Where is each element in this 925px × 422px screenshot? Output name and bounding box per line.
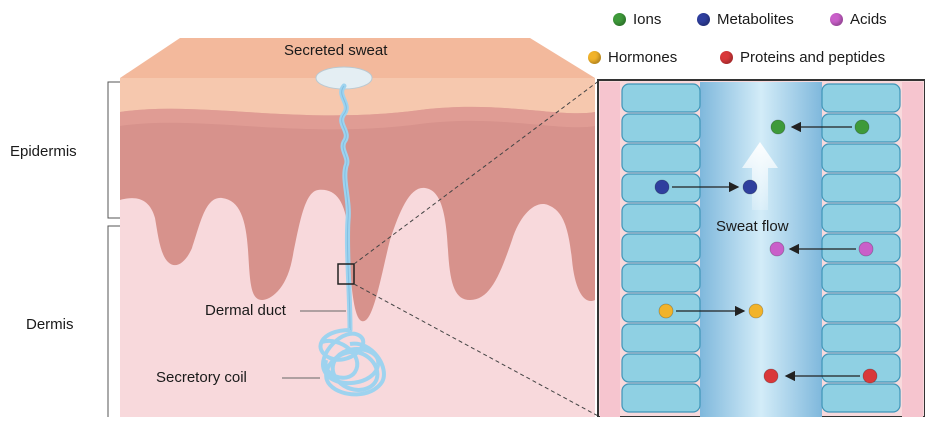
epidermis-label: Epidermis bbox=[10, 143, 77, 160]
ion-molecule-lumen bbox=[771, 120, 785, 134]
metabolites-legend-label: Metabolites bbox=[717, 11, 794, 28]
inset-right-margin bbox=[902, 82, 923, 417]
acid-molecule-lumen bbox=[770, 242, 784, 256]
secreted-sweat-label: Secreted sweat bbox=[284, 42, 387, 59]
metabolite-molecule-source bbox=[655, 180, 669, 194]
acids-legend-swatch bbox=[830, 13, 843, 26]
dermis-label: Dermis bbox=[26, 316, 74, 333]
legend-item-proteins: Proteins and peptides bbox=[720, 49, 885, 66]
dermal-duct-label: Dermal duct bbox=[205, 302, 286, 319]
legend-item-metabolites: Metabolites bbox=[697, 11, 794, 28]
acid-molecule-source bbox=[859, 242, 873, 256]
left-cell-column bbox=[622, 84, 700, 412]
secretory-coil-label: Secretory coil bbox=[156, 369, 247, 386]
metabolite-molecule-lumen bbox=[743, 180, 757, 194]
hormones-legend-label: Hormones bbox=[608, 49, 677, 66]
proteins-legend-label: Proteins and peptides bbox=[740, 49, 885, 66]
legend-item-ions: Ions bbox=[613, 11, 661, 28]
ions-legend-swatch bbox=[613, 13, 626, 26]
ion-molecule-source bbox=[855, 120, 869, 134]
epidermis-bracket bbox=[108, 82, 120, 218]
sweat-flow-label: Sweat flow bbox=[716, 218, 789, 235]
legend-item-hormones: Hormones bbox=[588, 49, 677, 66]
hormones-legend-swatch bbox=[588, 51, 601, 64]
inset-left-margin bbox=[600, 82, 620, 417]
acids-legend-label: Acids bbox=[850, 11, 887, 28]
legend-item-acids: Acids bbox=[830, 11, 887, 28]
metabolites-legend-swatch bbox=[697, 13, 710, 26]
ions-legend-label: Ions bbox=[633, 11, 661, 28]
dermis-bracket bbox=[108, 226, 120, 417]
protein-molecule-lumen bbox=[764, 369, 778, 383]
protein-molecule-source bbox=[863, 369, 877, 383]
hormone-molecule-source bbox=[659, 304, 673, 318]
proteins-legend-swatch bbox=[720, 51, 733, 64]
hormone-molecule-lumen bbox=[749, 304, 763, 318]
